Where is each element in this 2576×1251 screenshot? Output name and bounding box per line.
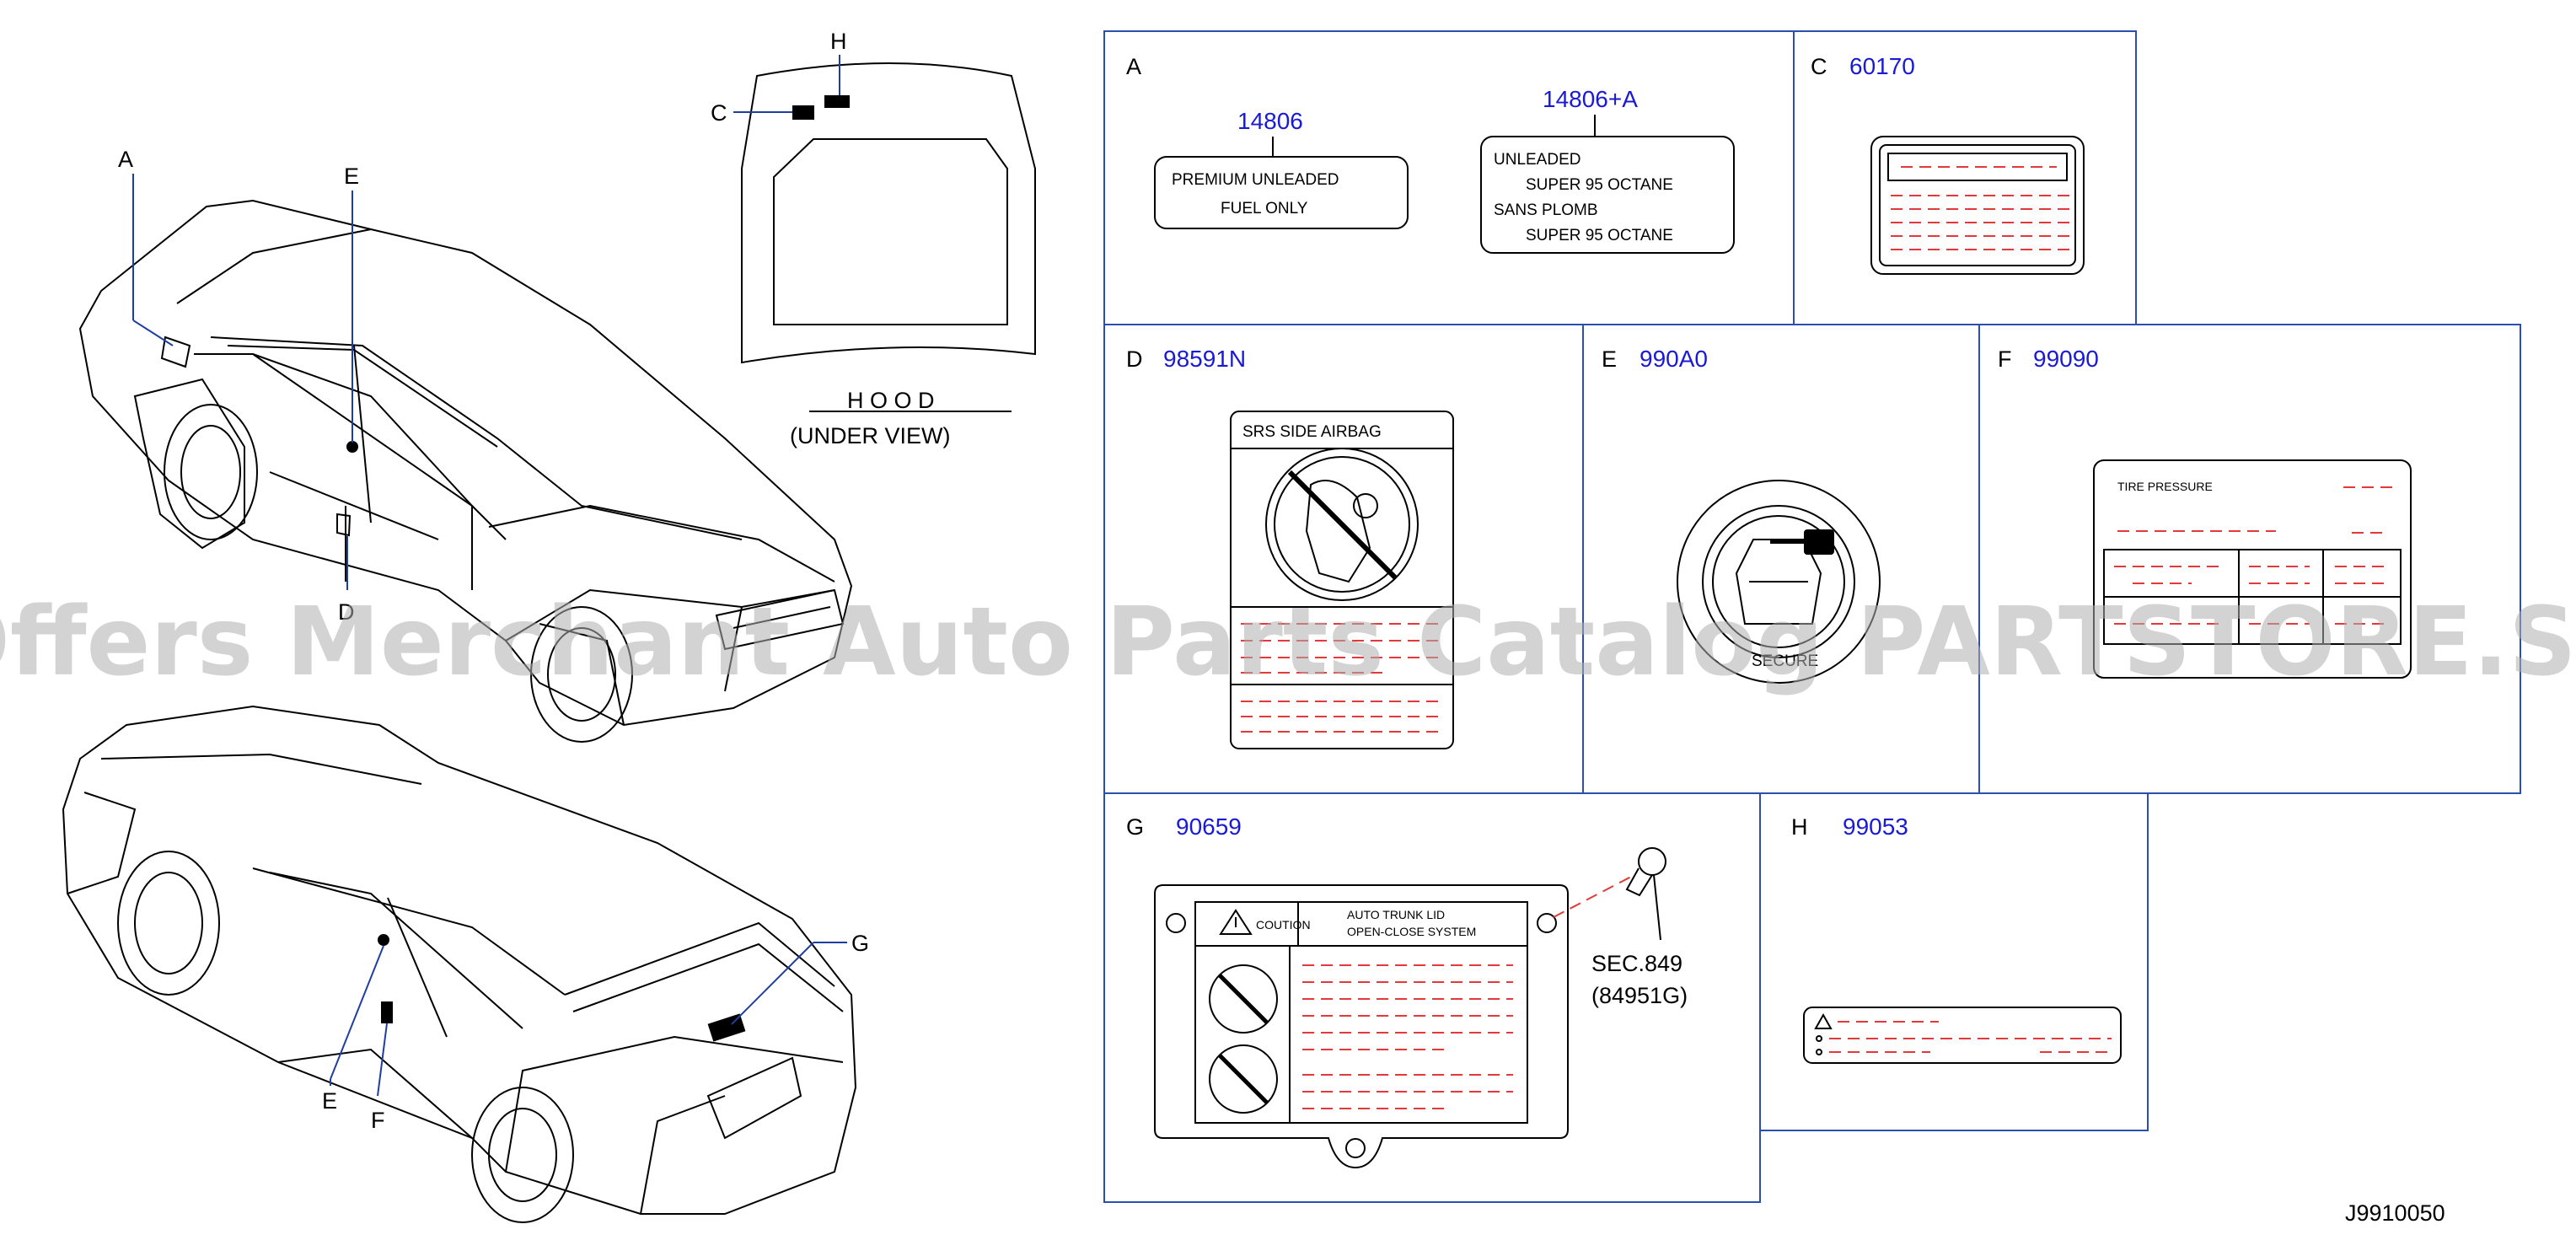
panel-h-letter: H — [1791, 814, 1808, 840]
tire-pressure-heading: TIRE PRESSURE — [2117, 480, 2213, 493]
panel-e-part[interactable]: 990A0 — [1640, 346, 1708, 372]
clip-icon — [1625, 847, 1666, 941]
hood-callout-c: C — [711, 100, 727, 126]
panel-e-letter: E — [1602, 346, 1617, 372]
label-e-marker-rear — [378, 934, 389, 946]
panel-g-part[interactable]: 90659 — [1176, 813, 1242, 840]
watermark: Offers Merchant Auto Parts Catalog PARTS… — [0, 588, 2576, 697]
panel-a: A 14806 PREMIUM UNLEADED FUEL ONLY 14806… — [1126, 54, 1735, 254]
fuel-label-a-line-2: SUPER 95 OCTANE — [1526, 176, 1673, 194]
fuel-label-14806 — [1154, 156, 1409, 229]
panel-d-part[interactable]: 98591N — [1163, 346, 1246, 372]
srs-heading: SRS SIDE AIRBAG — [1242, 423, 1382, 441]
label-e-marker-front — [346, 441, 358, 453]
panel-f-part[interactable]: 99090 — [2033, 346, 2099, 372]
trunk-system-line-2: OPEN-CLOSE SYSTEM — [1347, 925, 1476, 938]
sec-reference: SEC.849 — [1591, 951, 1682, 976]
panel-f: F 99090 TIRE PRESSURE — [1998, 346, 2412, 679]
panel-g-letter: G — [1126, 814, 1144, 840]
callout-g: G — [851, 931, 869, 956]
secure-label — [1677, 480, 1881, 684]
car-front-view — [78, 199, 853, 743]
hood-under-view — [741, 62, 1036, 364]
figure-code: J9910050 — [2345, 1200, 2445, 1226]
panel-d: D 98591N SRS SIDE AIRBAG — [1126, 346, 1454, 749]
panel-g: G 90659 COUTION AUTO TRUNK LID OPEN-CLOS… — [1126, 813, 1688, 1169]
fuel-label-a-line-1: UNLEADED — [1494, 151, 1580, 169]
tire-pressure-label — [2093, 459, 2412, 679]
hood-title: H O O D — [847, 388, 935, 413]
fuel-label-a-line-3: SANS PLOMB — [1494, 201, 1598, 219]
label-h-marker — [824, 95, 850, 108]
panel-h-part[interactable]: 99053 — [1843, 813, 1908, 840]
sec-part-number: (84951G) — [1591, 983, 1688, 1008]
label-c-marker — [792, 105, 814, 120]
hood-subtitle: (UNDER VIEW) — [790, 423, 951, 448]
panel-a-part-1[interactable]: 14806 — [1237, 108, 1303, 134]
fuel-label-line-2: FUEL ONLY — [1221, 200, 1308, 217]
panel-h: H 99053 — [1791, 813, 2122, 1064]
panel-f-letter: F — [1998, 346, 2012, 372]
secure-ring-text: SECURE — [1752, 652, 1818, 670]
panel-d-letter: D — [1126, 346, 1143, 372]
label-f-marker — [381, 1001, 393, 1023]
panel-c-letter: C — [1811, 54, 1827, 79]
car-rear-view — [62, 705, 857, 1223]
srs-airbag-label — [1230, 411, 1454, 749]
callout-e-top: E — [344, 164, 359, 189]
panel-c: C 60170 — [1811, 53, 2085, 275]
fuel-label-line-1: PREMIUM UNLEADED — [1172, 171, 1339, 189]
callout-d: D — [338, 599, 355, 625]
panel-a-part-2[interactable]: 14806+A — [1543, 86, 1638, 112]
trunk-caution-label — [1154, 884, 1569, 1169]
fuel-label-14806a — [1480, 136, 1735, 254]
panel-c-part[interactable]: 60170 — [1849, 53, 1915, 79]
trunk-system-line-1: AUTO TRUNK LID — [1347, 908, 1445, 921]
panel-a-letter: A — [1126, 54, 1141, 79]
label-g-marker — [707, 1013, 746, 1042]
callout-e-bottom: E — [322, 1088, 337, 1114]
panel-e: E 990A0 SECURE — [1602, 346, 1881, 684]
label-99053 — [1803, 1007, 2122, 1064]
fuel-label-a-line-4: SUPER 95 OCTANE — [1526, 227, 1673, 244]
callout-f: F — [371, 1108, 385, 1133]
label-60170 — [1870, 136, 2085, 275]
caution-text: COUTION — [1256, 918, 1311, 932]
callout-a: A — [118, 147, 133, 172]
hood-callout-h: H — [830, 29, 847, 54]
panel-grid — [1103, 30, 2521, 1203]
